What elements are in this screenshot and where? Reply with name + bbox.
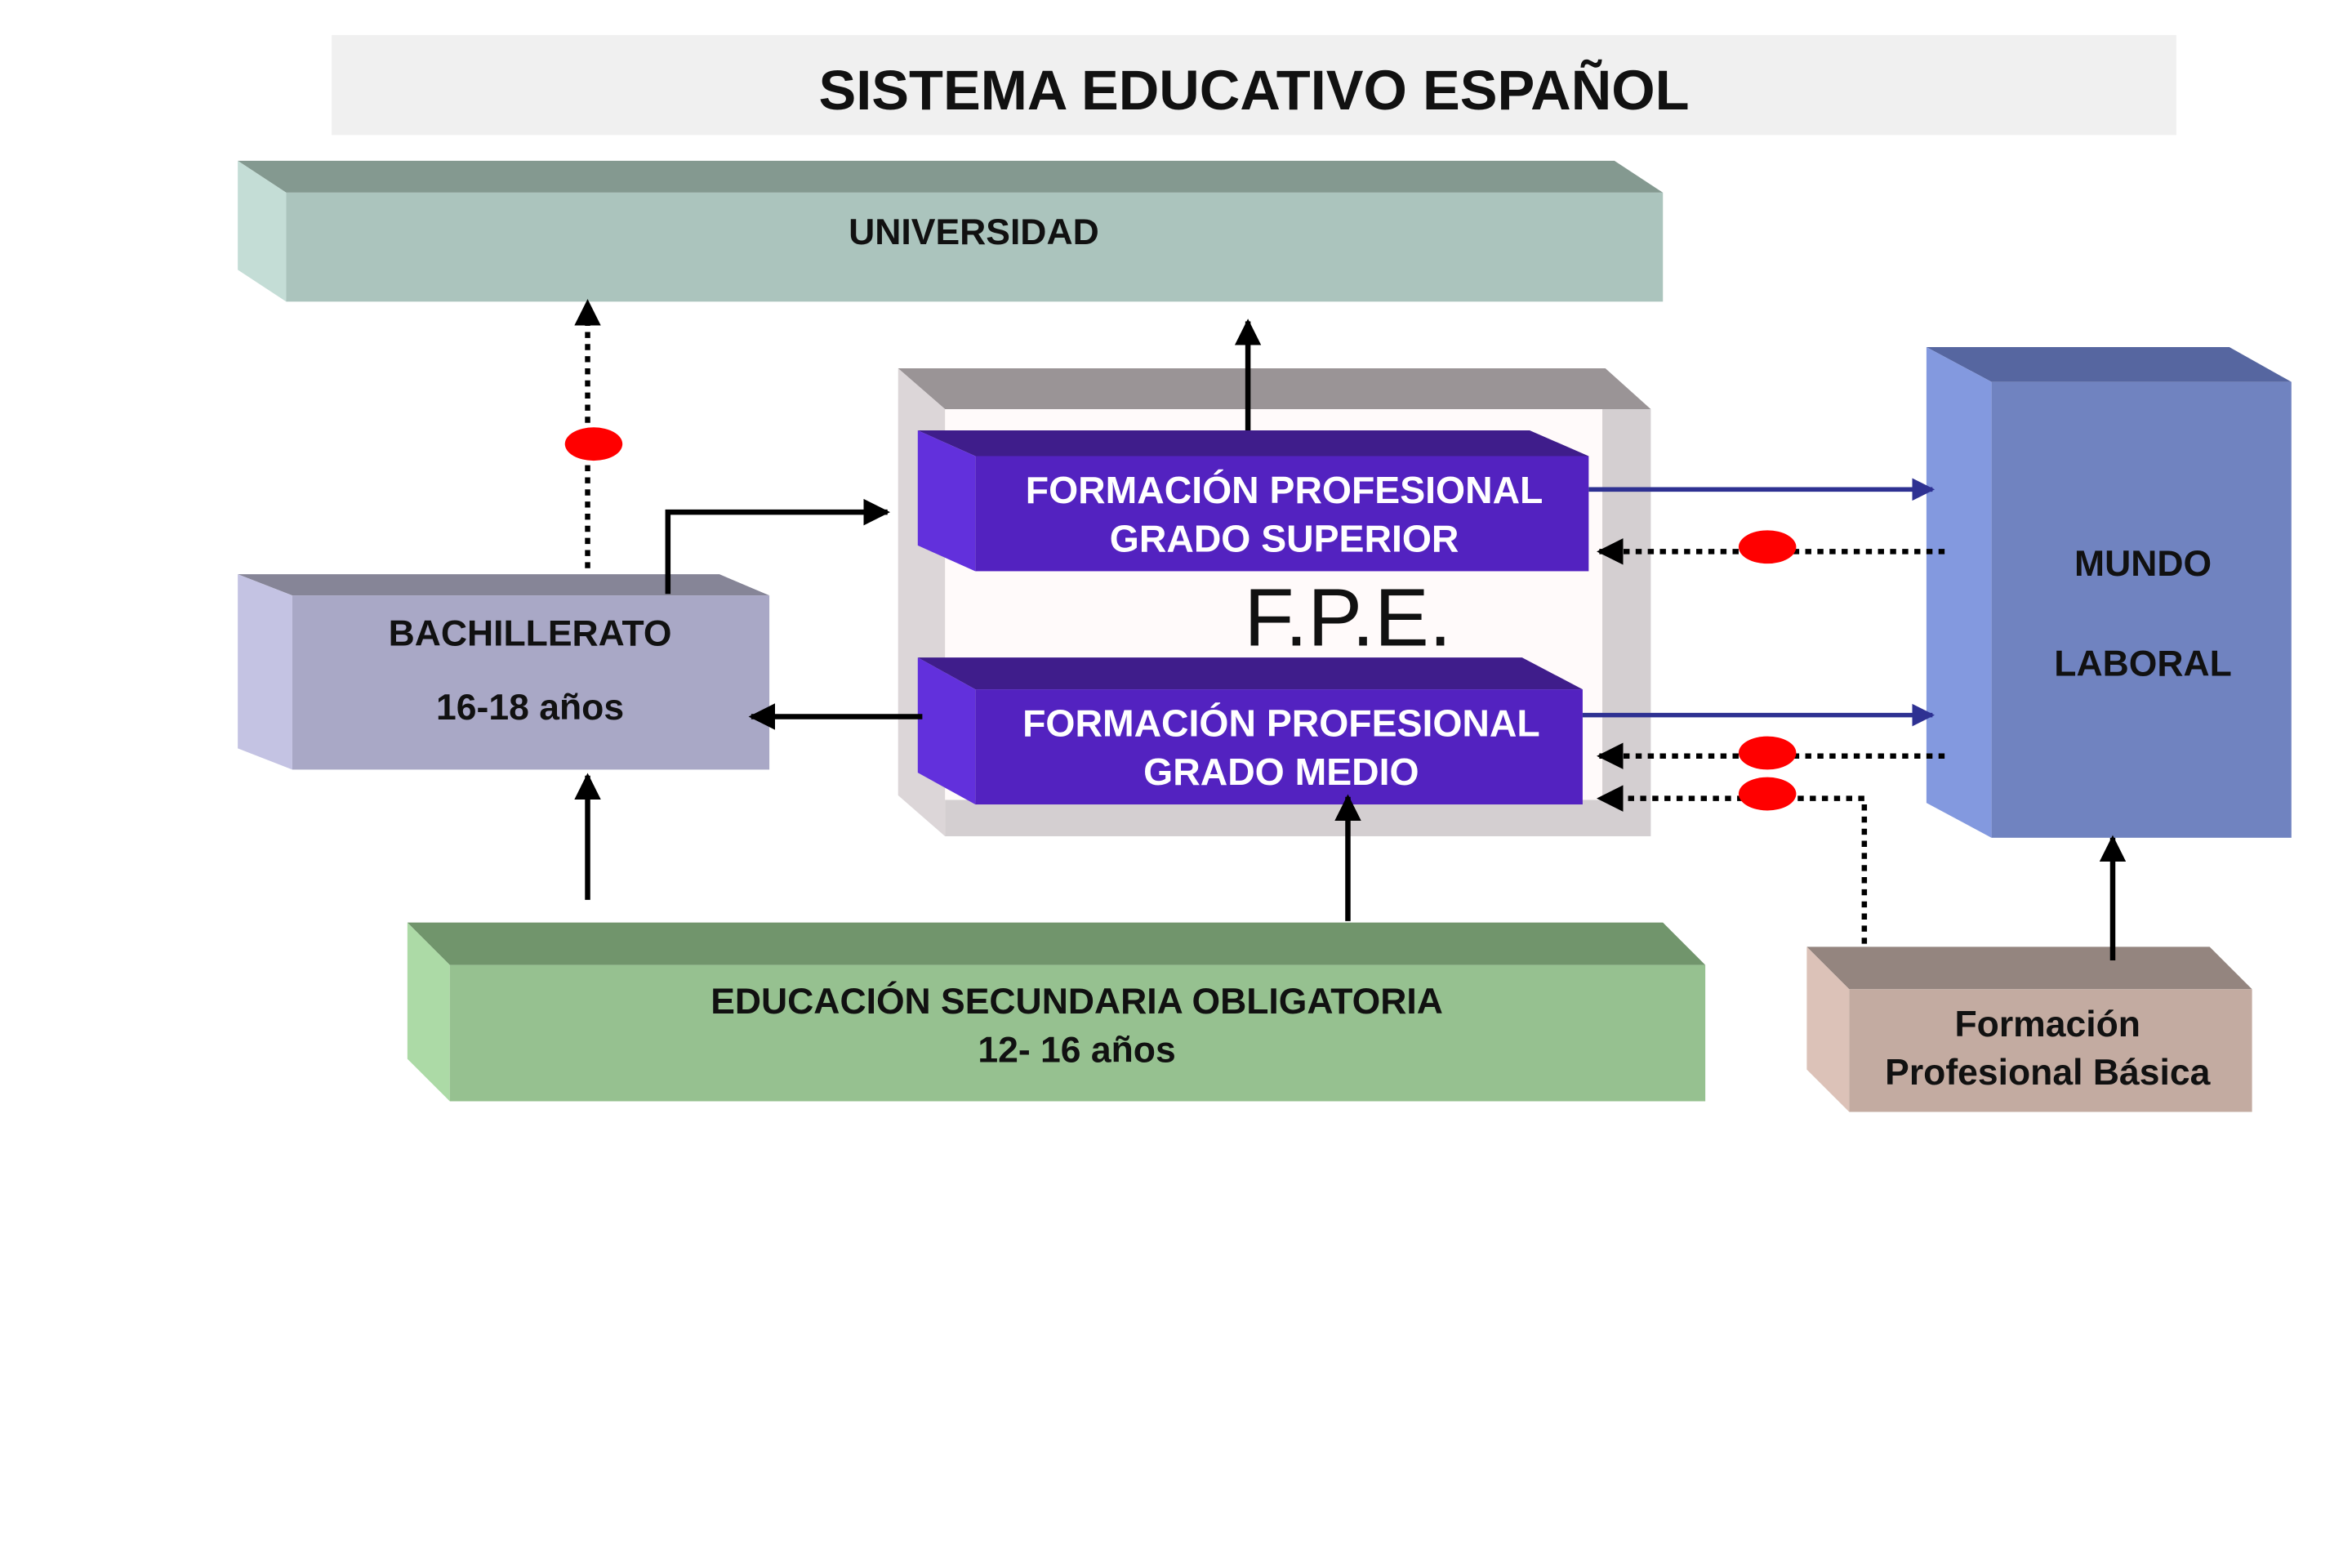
fp-medio-line2: GRADO MEDIO [1143,751,1419,793]
mundo-laboral-line2: LABORAL [2054,644,2232,684]
page-title: SISTEMA EDUCATIVO ESPAÑOL [818,59,1689,122]
fp-basica-line1: Formación [1955,1004,2140,1045]
universidad-label: UNIVERSIDAD [849,212,1099,252]
fp-superior-line2: GRADO SUPERIOR [1110,517,1459,559]
fp-basica-line2: Profesional Básica [1885,1053,2211,1093]
red-marker [1738,736,1797,770]
node-universidad: UNIVERSIDAD [238,160,1664,302]
node-bachillerato: BACHILLERATO 16-18 años [238,574,770,770]
arrow-fp-basica-to-fp-medio [1597,785,1868,944]
connectors [564,299,2127,961]
fp-medio-line1: FORMACIÓN PROFESIONAL [1022,702,1540,745]
node-eso: EDUCACIÓN SECUNDARIA OBLIGATORIA 12- 16 … [407,922,1706,1102]
node-mundo-laboral: MUNDO LABORAL [1926,346,2292,838]
node-fp-basica: Formación Profesional Básica [1806,947,2252,1112]
title-banner: SISTEMA EDUCATIVO ESPAÑOL [332,34,2176,136]
bachillerato-sublabel: 16-18 años [436,688,624,728]
eso-line2: 12- 16 años [978,1030,1175,1070]
node-fp-grado-medio: FORMACIÓN PROFESIONAL GRADO MEDIO [917,657,1583,805]
eso-line1: EDUCACIÓN SECUNDARIA OBLIGATORIA [710,981,1443,1022]
bachillerato-label: BACHILLERATO [389,613,672,653]
red-marker [1738,530,1797,564]
node-fp-grado-superior: FORMACIÓN PROFESIONAL GRADO SUPERIOR [917,430,1589,572]
fpe-label: F.P.E. [1244,572,1451,663]
red-marker [564,427,623,461]
mundo-laboral-line1: MUNDO [2074,544,2212,584]
arrow-bachillerato-to-fp-superior [665,498,890,595]
red-marker [1738,777,1797,811]
fp-superior-line1: FORMACIÓN PROFESIONAL [1026,469,1544,511]
